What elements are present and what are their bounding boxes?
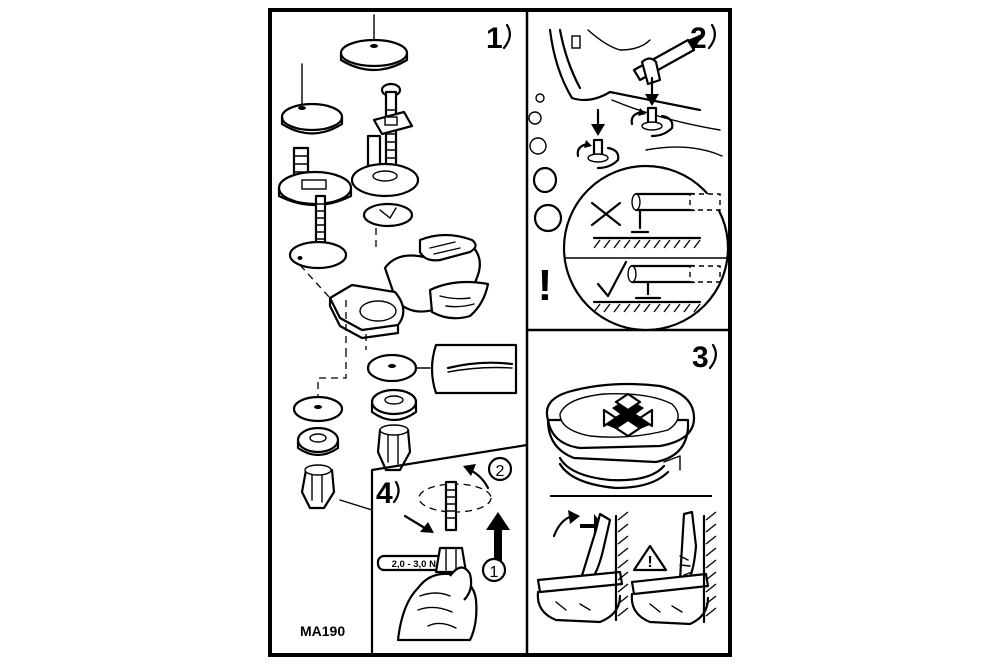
step-number-3: 3 <box>692 341 709 374</box>
pen-marking-tool <box>632 33 704 86</box>
rubber-washer-left <box>292 395 344 423</box>
step-1-tick <box>502 23 511 50</box>
hinge-base-plate-right <box>350 162 420 198</box>
do-not-stand-marking <box>602 392 654 438</box>
hinge-washer-right <box>362 202 414 228</box>
alignment-magnifier <box>562 164 730 332</box>
threaded-stud-detail <box>444 480 458 532</box>
hinge-bolt-right <box>366 82 414 174</box>
lid-lowering-correct <box>536 510 629 624</box>
panel-step-2: 2 <box>528 22 730 332</box>
gasket-detail-callout <box>409 343 518 395</box>
rubber-grommet-right <box>370 388 418 422</box>
torque-spec-text: 2,0 - 3,0 Nm <box>392 559 445 570</box>
step-number-1: 1 <box>486 22 503 55</box>
toilet-ceramic-edge <box>548 28 723 157</box>
sheet-frame <box>268 8 732 657</box>
rubber-washer-right <box>366 353 418 383</box>
expansion-anchor-left <box>300 464 336 510</box>
sub-step-2-label: 2 <box>496 463 505 480</box>
inset-pointer-step-4 <box>339 499 373 511</box>
correct-alignment-example <box>592 260 721 313</box>
step-4-tick <box>392 480 400 504</box>
panel-step-3: 3 <box>536 341 717 626</box>
sub-step-marker-1: 1 <box>481 557 507 583</box>
wrong-alignment-example <box>590 192 721 249</box>
panel-step-1: 1 <box>277 14 518 639</box>
rubber-grommet-left <box>296 426 340 457</box>
warning-triangle-mark: ! <box>647 554 652 571</box>
stud-rotation-icon-left <box>576 138 620 170</box>
lid-slamming-warning: ! <box>630 510 717 626</box>
cleaning-hand-with-cloth <box>383 233 490 320</box>
down-arrow-right <box>645 76 659 106</box>
hand-tightening-anchor <box>396 546 478 642</box>
sub-step-1-label: 1 <box>490 564 499 581</box>
hinge-cover-cap-left <box>280 63 344 135</box>
stud-rotation-icon-right <box>630 106 674 138</box>
hinge-washer-left <box>288 240 348 270</box>
insert-arrow-left <box>403 514 434 533</box>
step-2-tick <box>707 23 716 50</box>
exclamation-warning: ! <box>538 261 553 310</box>
model-code: MA190 <box>300 623 345 639</box>
step-3-tick <box>708 343 717 370</box>
sub-step-marker-2: 2 <box>487 456 513 482</box>
down-arrow-left <box>591 108 605 136</box>
hinge-cover-cap-right <box>339 14 409 71</box>
toilet-mounting-bracket <box>328 283 405 340</box>
push-up-arrow <box>486 512 510 562</box>
inset-frame-step-4 <box>370 443 529 655</box>
bubble-decoration <box>528 93 563 233</box>
expansion-anchor-right <box>376 424 412 472</box>
step-number-4: 4 <box>376 477 393 510</box>
panel-step-4: 4 2,0 - 3,0 Nm <box>339 443 529 655</box>
